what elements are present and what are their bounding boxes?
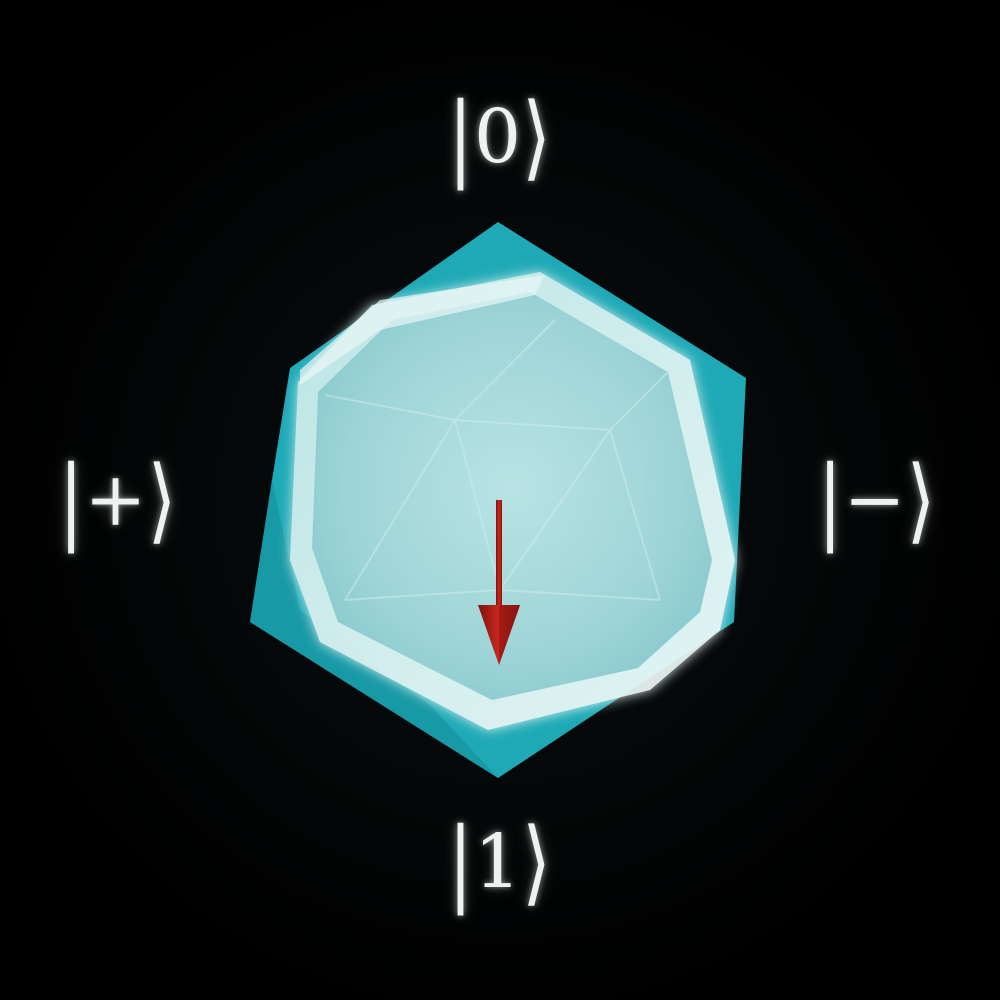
- ket-bar: |: [448, 83, 474, 191]
- ket-angle: ⟩: [147, 446, 178, 554]
- ket-plus-symbol: +: [84, 457, 148, 543]
- state-arrow: [478, 500, 520, 665]
- ket-bar: |: [448, 808, 474, 916]
- ket-angle: ⟩: [522, 808, 552, 916]
- ket-bar: |: [58, 446, 85, 554]
- ket-minus-symbol: −: [843, 457, 907, 543]
- ket-one-label: |1⟩: [448, 816, 552, 909]
- ket-minus-label: |−⟩: [818, 454, 937, 547]
- ket-one-symbol: 1: [473, 819, 523, 905]
- ket-zero-symbol: 0: [473, 94, 523, 180]
- ket-angle: ⟩: [906, 446, 937, 554]
- ket-bar: |: [817, 446, 844, 554]
- gloss-highlight: [300, 275, 545, 385]
- ket-zero-label: |0⟩: [448, 91, 552, 184]
- ket-angle: ⟩: [522, 83, 552, 191]
- ket-plus-label: |+⟩: [59, 454, 178, 547]
- outer-facet-shade: [250, 480, 498, 778]
